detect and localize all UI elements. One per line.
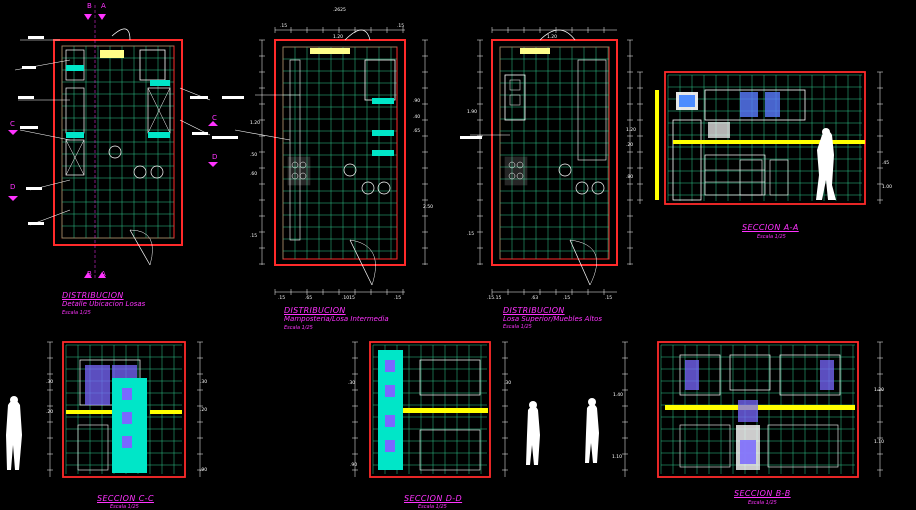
dim-cc-left-1: .30 xyxy=(46,380,54,385)
dim-plan3-left-1: 1.90 xyxy=(467,110,478,115)
dim-plan3-bottom-2: .63 xyxy=(531,296,539,301)
dim-plan2-bottom-2: .65 xyxy=(305,296,313,301)
cut-mark-b-bottom: B xyxy=(87,270,92,278)
dim-plan2-right-1: .90 xyxy=(413,99,421,104)
dim-plan3-bottom-4: .15 xyxy=(605,296,613,301)
dim-plan2-top-r: .15 xyxy=(397,24,405,29)
section-bb xyxy=(585,341,859,478)
plan2-wall xyxy=(274,39,406,266)
plan1-grid xyxy=(61,45,174,239)
dim-bb-right-1: 1.20 xyxy=(874,388,885,393)
dim-plan2-right-3: .65 xyxy=(413,129,421,134)
section-dd-scale: Escala 1/25 xyxy=(418,504,447,510)
cut-mark-a-top: A xyxy=(101,2,106,10)
dim-cc-right-1: .30 xyxy=(200,380,208,385)
cut-mark-a-bottom: A xyxy=(101,270,106,278)
dim-plan2-bottom-4: .15 xyxy=(394,296,402,301)
dim-top-width: .2625 xyxy=(333,8,346,13)
plan1-subtitle: Detalle Ubicacion Losas xyxy=(62,300,146,308)
dim-plan3-left-2: .15 xyxy=(467,232,475,237)
section-aa xyxy=(655,71,866,205)
dim-aa-left-1: 1.20 xyxy=(626,128,637,133)
section-aa-title: SECCION A-A xyxy=(742,223,799,232)
plan-detalle-losas xyxy=(14,5,211,280)
section-aa-scale: Escala 1/25 xyxy=(757,234,786,240)
dim-cc-right-2: .20 xyxy=(200,408,208,413)
dim-dd-left-2: .90 xyxy=(350,463,358,468)
dim-cc-left-2: .20 xyxy=(46,410,54,415)
dim-plan2-bottom-1: .15 xyxy=(278,296,286,301)
plan2-title: DISTRIBUCION xyxy=(284,306,346,315)
dim-cc-right-3: .90 xyxy=(200,468,208,473)
dim-aa-left-3: .80 xyxy=(626,175,634,180)
cut-mark-c-left: C xyxy=(10,120,15,128)
section-dd-title: SECCION D-D xyxy=(404,494,463,503)
cut-mark-d-left: D xyxy=(10,183,16,191)
section-bb-scale: Escala 1/25 xyxy=(748,500,777,506)
dim-bb-right-2: 1.10 xyxy=(874,440,885,445)
cut-markers xyxy=(8,14,218,278)
plan2-subtitle: Mamposteria/Losa Intermedia xyxy=(284,315,389,323)
dim-plan2-left-4: .15 xyxy=(250,234,258,239)
section-bb-title: SECCION B-B xyxy=(734,489,791,498)
plan1-slab-3 xyxy=(65,139,85,176)
dim-dd-left-1: .30 xyxy=(348,381,356,386)
dim-plan3-top: 1.20 xyxy=(547,35,558,40)
plan-mamposteria xyxy=(212,29,406,286)
dim-plan3-bottom-3: .15 xyxy=(563,296,571,301)
dim-plan2-left-3: .60 xyxy=(250,172,258,177)
plan-losa-superior xyxy=(460,29,618,286)
dim-bb-left-1: 1.40 xyxy=(613,393,624,398)
plan3-grid xyxy=(499,46,609,259)
dim-plan2-top-l: .15 xyxy=(280,24,288,29)
plan2-scale: Escala 1/25 xyxy=(284,325,313,331)
dim-plan2-bottom-3: .1015 xyxy=(342,296,355,301)
section-cc xyxy=(6,341,186,478)
dim-plan2-right-2: .40 xyxy=(413,115,421,120)
section-cc-title: SECCION C-C xyxy=(97,494,154,503)
plan3-wall xyxy=(491,39,618,266)
dim-plan2-left-1: 1.20 xyxy=(250,121,261,126)
dim-aa-left-2: .20 xyxy=(626,143,634,148)
dim-plan2-right-4: 2.50 xyxy=(423,205,434,210)
section-dd xyxy=(369,341,540,478)
plan3-title: DISTRIBUCION xyxy=(503,306,565,315)
dim-plan2-left-2: .50 xyxy=(250,153,258,158)
dim-aa-right-1: .45 xyxy=(882,161,890,166)
cut-mark-c-right: C xyxy=(212,114,217,122)
plan1-wall xyxy=(53,39,183,246)
dimension-lines xyxy=(47,27,883,477)
plan1-slab-4 xyxy=(139,49,166,81)
plan1-slab-2 xyxy=(65,87,85,134)
dim-bb-left-2: 1.10 xyxy=(612,455,623,460)
plan1-scale: Escala 1/25 xyxy=(62,310,91,316)
dim-aa-right-2: 1.00 xyxy=(882,185,893,190)
section-cc-scale: Escala 1/25 xyxy=(110,504,139,510)
dim-plan2-top: 1.20 xyxy=(333,35,344,40)
plan1-title: DISTRIBUCION xyxy=(62,291,124,300)
plan3-subtitle: Losa Superior/Muebles Altos xyxy=(503,315,603,323)
cut-mark-d-right: D xyxy=(212,153,218,161)
cut-mark-b-top: B xyxy=(87,2,92,10)
dim-plan3-bottom-1: .15.15 xyxy=(487,296,502,301)
plan3-scale: Escala 1/25 xyxy=(503,324,532,330)
dim-dd-right-1: .30 xyxy=(504,381,512,386)
